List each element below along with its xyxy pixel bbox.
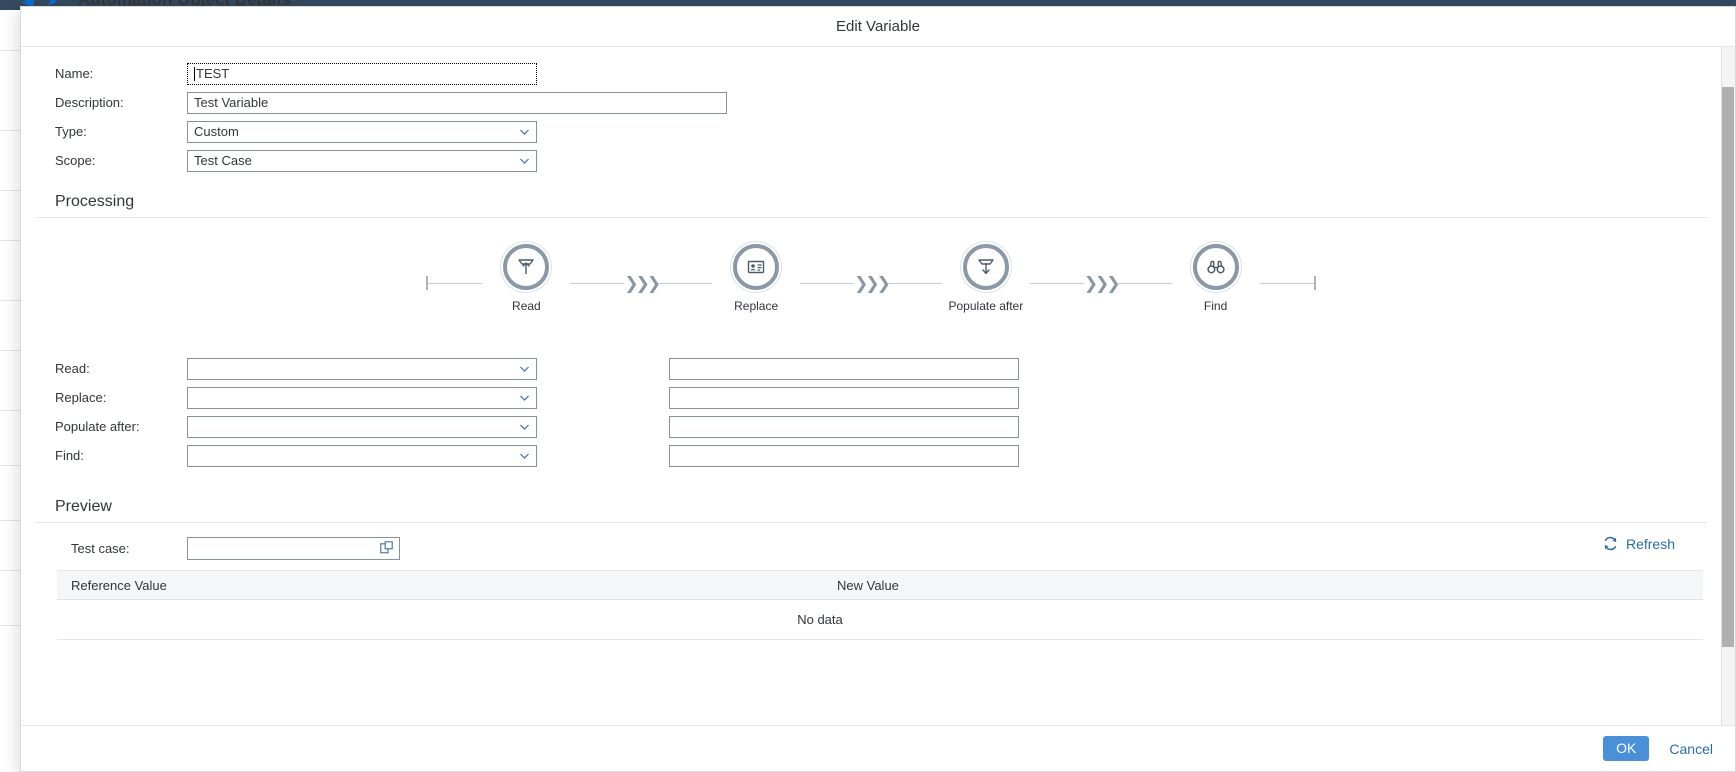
flow-node-replace[interactable]: Replace [712,244,800,313]
navigation-icon[interactable]: ➤ [46,0,59,10]
name-input[interactable]: TEST [187,62,537,85]
processing-row-read: Read: [35,354,1721,383]
description-label: Description: [55,95,124,110]
form-row-type: Type: Custom [35,117,1721,146]
description-input[interactable]: Test Variable [187,91,727,114]
flow-node-label: Populate after [948,299,1024,313]
scrollbar-thumb[interactable] [1722,87,1734,647]
background-page-title: Automation Object Details [78,0,291,10]
shell-top-bar [0,0,1736,10]
flow-node-populate-after[interactable]: Populate after [942,244,1030,313]
refresh-icon [1602,535,1619,552]
ok-button[interactable]: OK [1603,736,1650,761]
table-header-row: Reference Value New Value [57,570,1703,600]
table-empty-text: No data [797,612,843,627]
name-label: Name: [55,66,94,81]
dialog-title: Edit Variable [836,18,920,35]
flow-arrow-icon: ❯❯❯ [624,274,661,294]
chevron-down-icon [519,450,530,461]
find-select[interactable] [187,444,537,467]
form-row-scope: Scope: Test Case [35,146,1721,175]
upload-to-template-icon [503,244,550,290]
scope-select[interactable]: Test Case [187,149,537,172]
flow-node-label: Read [512,299,541,313]
preview-controls: Test case: [21,523,1721,570]
replace-select[interactable] [187,386,537,409]
chevron-down-icon [519,392,530,403]
chevron-down-icon [519,126,530,137]
populate-after-label: Populate after: [55,419,140,434]
dialog-scroll-area: Name: TEST Description: Test Variable [21,47,1721,725]
process-flow: Read ❯❯❯ [21,218,1721,330]
name-input-value: TEST [196,65,230,81]
preview-section-heading: Preview [35,490,1707,523]
binoculars-icon [1192,244,1239,290]
flow-connector [1259,283,1314,284]
processing-section-heading: Processing [35,185,1707,218]
replace-text-input[interactable] [669,386,1019,409]
flow-node-find[interactable]: Find [1172,244,1260,313]
contact-card-icon [733,244,780,290]
description-input-value: Test Variable [194,94,269,110]
scope-label: Scope: [55,153,96,168]
dialog-footer: OK Cancel [21,725,1735,771]
replace-label: Replace: [55,390,107,405]
value-help-icon[interactable] [380,540,393,557]
processing-row-populate-after: Populate after: [35,412,1721,441]
table-empty-state: No data [57,600,1703,640]
flow-connector [1029,283,1084,284]
flow-connector [428,283,483,284]
flow-node-label: Replace [734,299,779,313]
dialog-body: Name: TEST Description: Test Variable [21,47,1735,725]
refresh-button-label: Refresh [1625,535,1675,552]
flow-end-cap [1313,276,1316,290]
flow-node-label: Find [1203,299,1228,313]
column-header-new-value: New Value [837,577,899,593]
dialog-header: Edit Variable [21,7,1735,47]
flow-connector [658,283,713,284]
flow-connector [1117,283,1172,284]
type-label: Type: [55,124,87,139]
read-label: Read: [55,361,90,376]
populate-after-text-input[interactable] [669,415,1019,438]
download-from-template-icon [962,244,1009,290]
flow-connector [570,283,625,284]
type-select-value: Custom [194,124,239,139]
read-text-input[interactable] [669,357,1019,380]
variable-form: Name: TEST Description: Test Variable [21,47,1721,175]
populate-after-select[interactable] [187,415,537,438]
scope-select-value: Test Case [194,153,252,168]
flow-arrow-icon: ❯❯❯ [854,274,891,294]
cancel-button[interactable]: Cancel [1663,737,1719,761]
form-row-description: Description: Test Variable [35,88,1721,117]
column-header-reference-value: Reference Value [71,577,167,593]
back-arrow-icon[interactable]: ◀ [22,0,34,10]
type-select[interactable]: Custom [187,120,537,143]
chevron-down-icon [519,421,530,432]
background-left-strip [0,10,20,772]
dialog-scrollbar[interactable] [1721,47,1735,725]
processing-grid: Read: Replace: [21,330,1721,476]
refresh-button[interactable]: Refresh [1602,535,1675,552]
flow-arrow-icon: ❯❯❯ [1083,274,1121,294]
test-case-input[interactable] [187,537,400,560]
preview-table: Reference Value New Value No data [57,570,1703,640]
text-caret [194,66,195,81]
test-case-label: Test case: [71,541,130,556]
read-select[interactable] [187,357,537,380]
flow-start-cap [426,276,429,290]
flow-connector [887,283,942,284]
find-label: Find: [55,448,84,463]
form-row-name: Name: TEST [35,59,1721,88]
chevron-down-icon [519,155,530,166]
flow-node-read[interactable]: Read [482,244,570,313]
chevron-down-icon [519,363,530,374]
edit-variable-dialog: Edit Variable Name: TEST Descrip [20,6,1736,772]
processing-row-find: Find: [35,441,1721,470]
find-text-input[interactable] [669,444,1019,467]
flow-connector [800,283,855,284]
processing-row-replace: Replace: [35,383,1721,412]
